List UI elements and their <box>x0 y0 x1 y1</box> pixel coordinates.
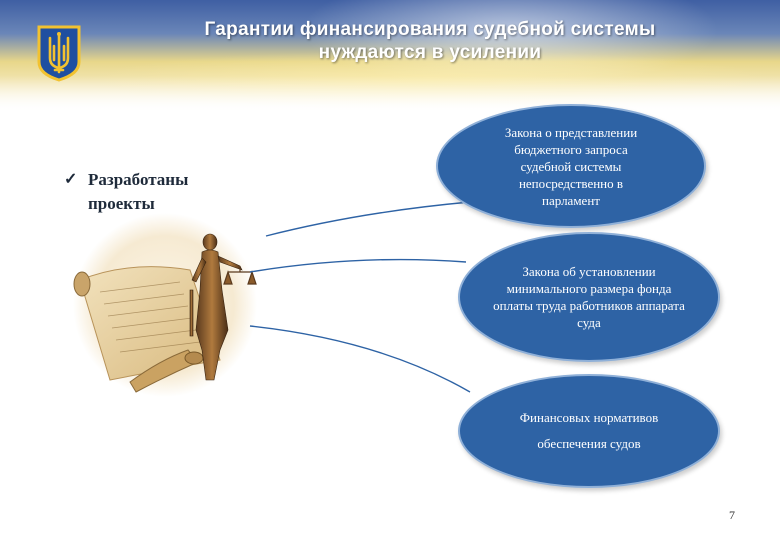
coat-of-arms-icon <box>37 25 81 82</box>
page-title: Гарантии финансирования судебной системы… <box>150 18 710 64</box>
connector-line-1 <box>265 201 471 237</box>
connector-line-3 <box>249 325 471 393</box>
page-number: 7 <box>729 508 735 522</box>
bullet-text: Разработаны проекты <box>88 170 189 213</box>
bill-item-1: Закона о представлении бюджетного запрос… <box>436 104 706 228</box>
checkmark-icon: ✓ <box>64 171 78 188</box>
bullet-item: ✓ Разработаны проекты <box>64 168 218 216</box>
bill-item-1-text: Закона о представлении бюджетного запрос… <box>504 124 638 208</box>
bill-item-2-text: Закона об установлении минимального разм… <box>493 264 685 330</box>
title-line-1: Гарантии финансирования судебной системы <box>204 19 656 40</box>
banner-fade <box>0 76 780 112</box>
header-banner <box>0 0 780 112</box>
bill-item-2: Закона об установлении минимального разм… <box>458 232 720 362</box>
connector-line-2 <box>249 258 467 273</box>
bill-item-3: Финансовых нормативов обеспечения судов <box>458 374 720 488</box>
bill-item-3-text: Финансовых нормативов обеспечения судов <box>519 410 659 451</box>
justice-statue-illustration <box>73 213 257 397</box>
title-line-2: нуждаются в усилении <box>318 42 542 63</box>
